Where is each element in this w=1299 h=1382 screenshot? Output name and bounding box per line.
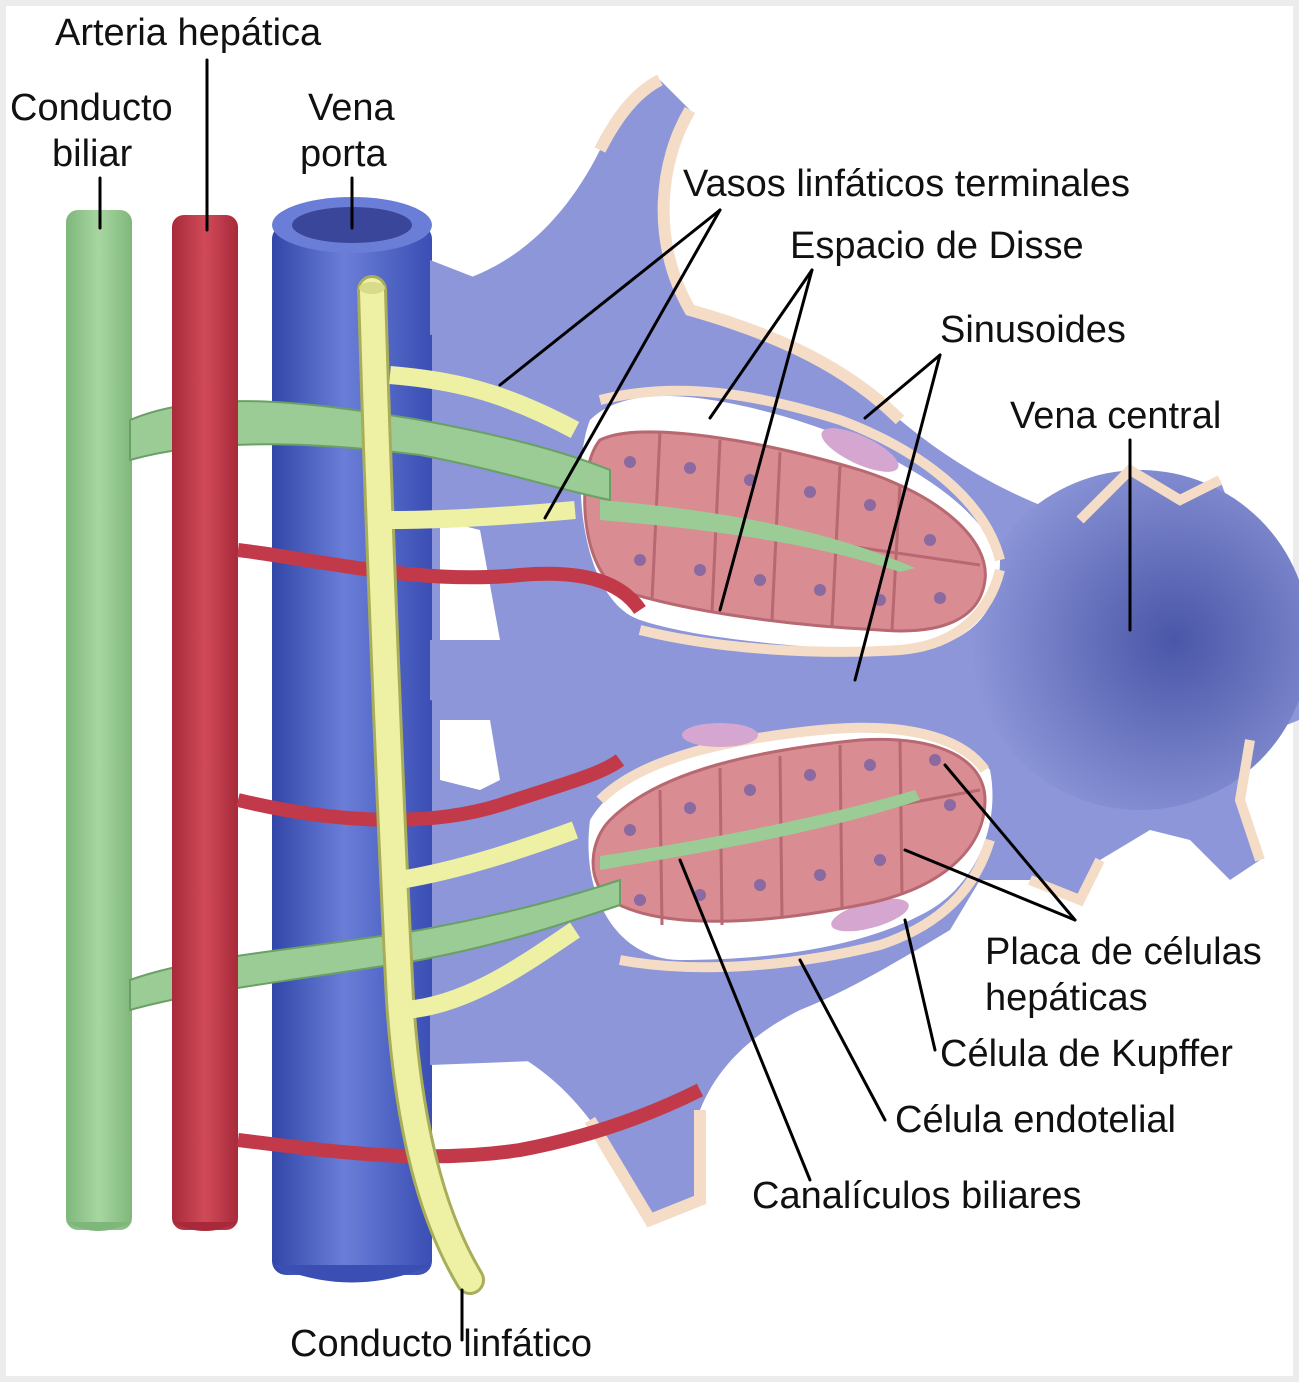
label-canaliculos: Canalículos biliares <box>752 1175 1082 1217</box>
label-sinusoides: Sinusoides <box>940 309 1126 351</box>
label-vasos-linfaticos: Vasos linfáticos terminales <box>683 163 1130 205</box>
label-espacio-disse: Espacio de Disse <box>790 225 1084 267</box>
label-vena-central: Vena central <box>1010 395 1221 437</box>
kupffer-cell <box>682 723 758 747</box>
label-vena-porta-line2: porta <box>300 133 387 175</box>
label-endotelial: Célula endotelial <box>895 1099 1176 1141</box>
label-conducto-biliar-line1: Conducto <box>10 87 173 129</box>
label-arteria-hepatica: Arteria hepática <box>55 12 322 54</box>
label-placa-line1: Placa de células <box>985 931 1262 973</box>
label-conducto-linfatico: Conducto linfático <box>290 1323 592 1365</box>
label-placa-line2: hepáticas <box>985 977 1148 1019</box>
label-kupffer: Célula de Kupffer <box>940 1033 1233 1075</box>
label-conducto-biliar-line2: biliar <box>52 133 133 175</box>
label-vena-porta-line1: Vena <box>308 87 396 129</box>
